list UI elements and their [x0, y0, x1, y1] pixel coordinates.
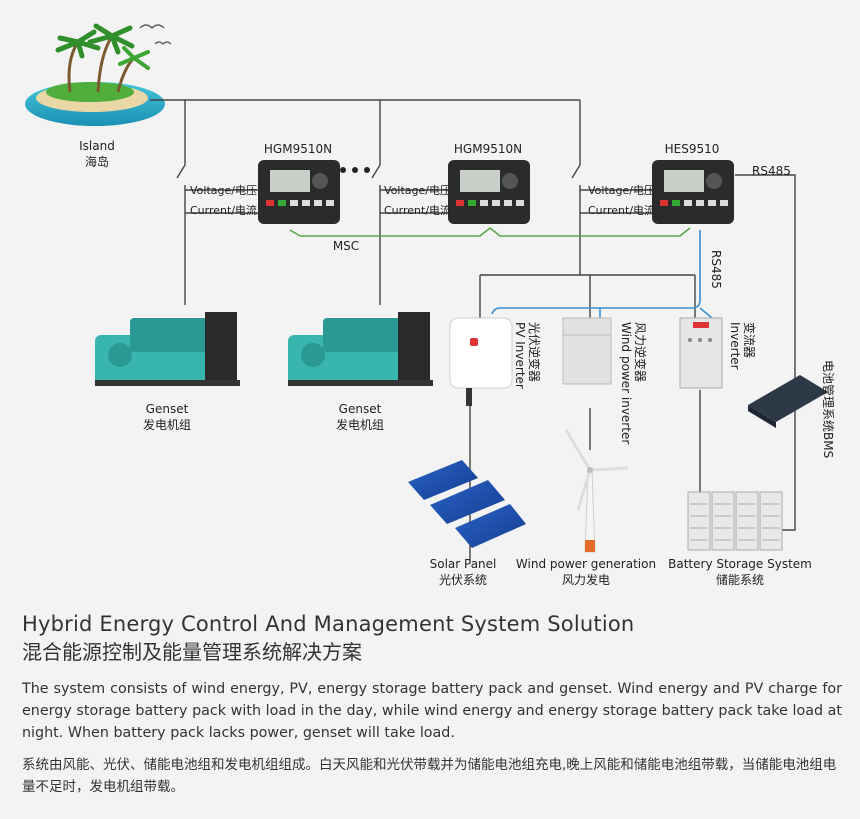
controller-2-voltage: Voltage/电压 — [384, 184, 451, 197]
more-controllers-ellipsis — [340, 167, 370, 173]
page-title-en: Hybrid Energy Control And Management Sys… — [22, 612, 635, 636]
pv-inverter-label-cn: 光伏逆变器 — [527, 322, 542, 382]
pv-inverter — [449, 317, 513, 406]
inverter-label-en: Inverter — [728, 322, 742, 370]
inverter-cabinet — [679, 317, 723, 389]
page-title-cn: 混合能源控制及能量管理系统解决方案 — [22, 640, 362, 664]
controller-3-current: Current/电流 — [588, 203, 655, 217]
rs485-horizontal-label: RS485 — [752, 164, 791, 178]
system-diagram: Island 海岛 MSC RS485 RS485 — [25, 23, 836, 587]
controller-3-voltage: Voltage/电压 — [588, 184, 655, 197]
controller-1-voltage: Voltage/电压 — [190, 184, 257, 197]
controller-1-current: Current/电流 — [190, 203, 257, 217]
bms-module — [748, 375, 828, 428]
controller-3 — [652, 160, 734, 224]
island-label-en: Island — [79, 139, 115, 153]
rs485-link — [491, 230, 713, 319]
controller-2 — [448, 160, 530, 224]
bms-label: 电池管理系统BMS — [821, 360, 836, 458]
description-en: The system consists of wind energy, PV, … — [22, 681, 842, 741]
msc-label: MSC — [333, 239, 359, 253]
pv-inverter-label-en: PV Inverter — [513, 322, 527, 389]
wind-turbine — [564, 429, 629, 553]
solar-label-en: Solar Panel — [430, 557, 497, 571]
island-illustration — [25, 23, 172, 126]
inverter-label-cn: 变流器 — [742, 322, 757, 358]
controller-2-current: Current/电流 — [384, 203, 451, 217]
genset-1-label-cn: 发电机组 — [143, 417, 191, 432]
solar-label-cn: 光伏系统 — [439, 573, 487, 587]
battery-label-en: Battery Storage System — [668, 557, 812, 571]
genset-2-label-cn: 发电机组 — [336, 417, 384, 432]
controller-1-name: HGM9510N — [264, 142, 332, 156]
description-cn: 系统由风能、光伏、储能电池组和发电机组组成。白天风能和光伏带载并为储能电池组充电… — [22, 757, 837, 795]
solar-panel-array — [408, 460, 526, 548]
battery-label-cn: 储能系统 — [716, 572, 764, 587]
genset-1 — [95, 312, 240, 386]
genset-1-label-en: Genset — [146, 402, 189, 416]
genset-2 — [288, 312, 433, 386]
battery-storage-racks — [687, 491, 783, 551]
controller-2-name: HGM9510N — [454, 142, 522, 156]
rs485-vertical-label: RS485 — [709, 250, 723, 289]
wind-inverter-label-en: Wind power inverter — [619, 322, 633, 444]
wind-inverter-label-cn: 风力逆变器 — [633, 322, 648, 382]
wind-label-cn: 风力发电 — [562, 572, 610, 587]
wind-power-inverter — [562, 317, 612, 385]
description-section: Hybrid Energy Control And Management Sys… — [22, 610, 842, 798]
controller-1 — [258, 160, 340, 224]
genset-2-label-en: Genset — [339, 402, 382, 416]
msc-link — [289, 226, 691, 237]
wind-label-en: Wind power generation — [516, 557, 656, 571]
island-label-cn: 海岛 — [85, 154, 109, 169]
controller-3-name: HES9510 — [665, 142, 720, 156]
